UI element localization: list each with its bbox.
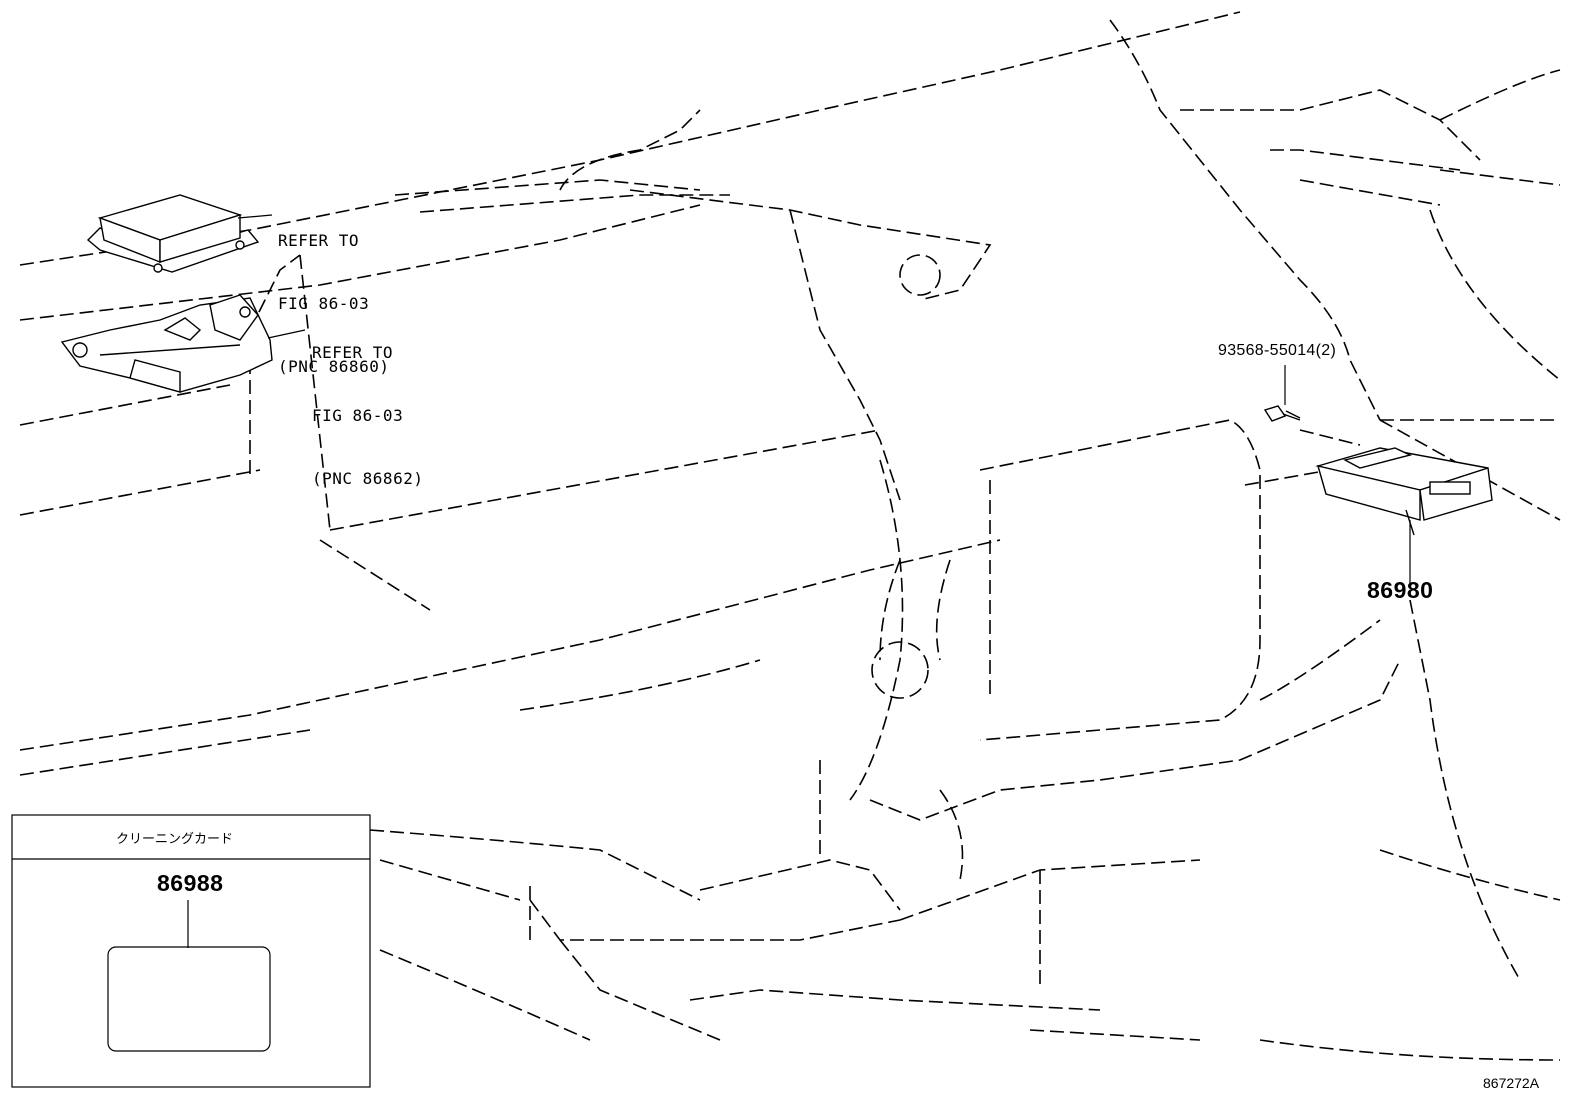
sensor-bracket (60, 294, 273, 393)
refer-86860-line-2: FIG 86-03 (278, 294, 370, 313)
screw-part-number: 93568-55014(2) (1218, 342, 1337, 359)
cleaning-card-part-number: 86988 (157, 870, 224, 896)
leader-lines (187, 214, 1411, 948)
cleaning-card-inset (11, 814, 371, 1088)
refer-86860-line-1: REFER TO (278, 231, 360, 250)
phantom-lines (19, 11, 1561, 1061)
refer-86862-line-3: (PNC 86862) (312, 469, 424, 488)
refer-86862-line-2: FIG 86-03 (312, 406, 404, 425)
smart-module (1315, 447, 1493, 536)
refer-callout-86860: REFER TO FIG 86-03 (PNC 86860) (278, 188, 389, 398)
inset-title: クリーニングカード (116, 832, 234, 847)
refer-86862-line-1: REFER TO (312, 343, 394, 362)
illustration-reference: 867272A (1483, 1075, 1540, 1091)
screw-part (1263, 405, 1301, 422)
airbag-sensor-module (86, 194, 260, 273)
module-part-number: 86980 (1367, 577, 1434, 603)
refer-86860-line-3: (PNC 86860) (278, 357, 390, 376)
refer-callout-86862: REFER TO FIG 86-03 (PNC 86862) (312, 300, 423, 510)
